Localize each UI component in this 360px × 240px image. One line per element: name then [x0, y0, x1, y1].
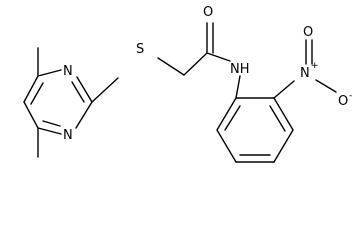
bond-s-ch2 [157, 57, 185, 76]
bond-c4-c5 [23, 75, 39, 103]
bond-ph-3-4 [273, 129, 294, 163]
bond-ph-2-3 [273, 97, 294, 131]
atom-n-pyrimidine-bottom: N [63, 128, 73, 143]
atom-n-nitro: N [300, 66, 310, 81]
atom-o-nitro-minus: O [338, 94, 348, 109]
bond-ph-2-3-inner [269, 105, 286, 132]
bond-c6-n1 [37, 127, 62, 135]
bond-c2-n3 [76, 76, 93, 103]
bond-c2-n3-inner [71, 81, 85, 103]
nitro-group [273, 39, 337, 99]
molecule-structure: N N S O NH N + O O - [23, 5, 352, 163]
atom-nh-amide: NH [230, 62, 250, 77]
bond-co-nh [206, 52, 231, 62]
bond-c2-s [91, 77, 119, 103]
bond-n-o-minus [315, 79, 337, 93]
bond-ch2-co [183, 52, 208, 76]
atom-o-nitro-top: O [303, 25, 313, 40]
bond-ph-6-1 [216, 97, 237, 131]
thioacetamide-linker [91, 22, 241, 103]
atom-s-thioether: S [136, 42, 144, 57]
bond-nh-phenyl [235, 75, 241, 99]
bond-ph-5-6 [216, 129, 237, 163]
atom-o-carbonyl: O [203, 5, 213, 20]
bond-c5-c6 [23, 101, 39, 129]
bond-c4-c5-inner [30, 82, 44, 105]
bond-ph-6-1-inner [224, 105, 241, 131]
bond-c6-n1-inner [42, 120, 61, 127]
pyrimidine-ring [23, 47, 93, 158]
bond-ph-n-nitro [273, 80, 295, 99]
charge-o-nitro-minus: - [349, 91, 352, 101]
bond-n3-c4 [37, 69, 62, 77]
atom-n-pyrimidine-top: N [63, 64, 73, 79]
charge-n-nitro-plus: + [311, 61, 319, 71]
phenyl-ring [216, 97, 294, 163]
molecule-diagram: N N S O NH N + O O - [23, 5, 352, 163]
bond-n1-c2 [75, 101, 93, 129]
